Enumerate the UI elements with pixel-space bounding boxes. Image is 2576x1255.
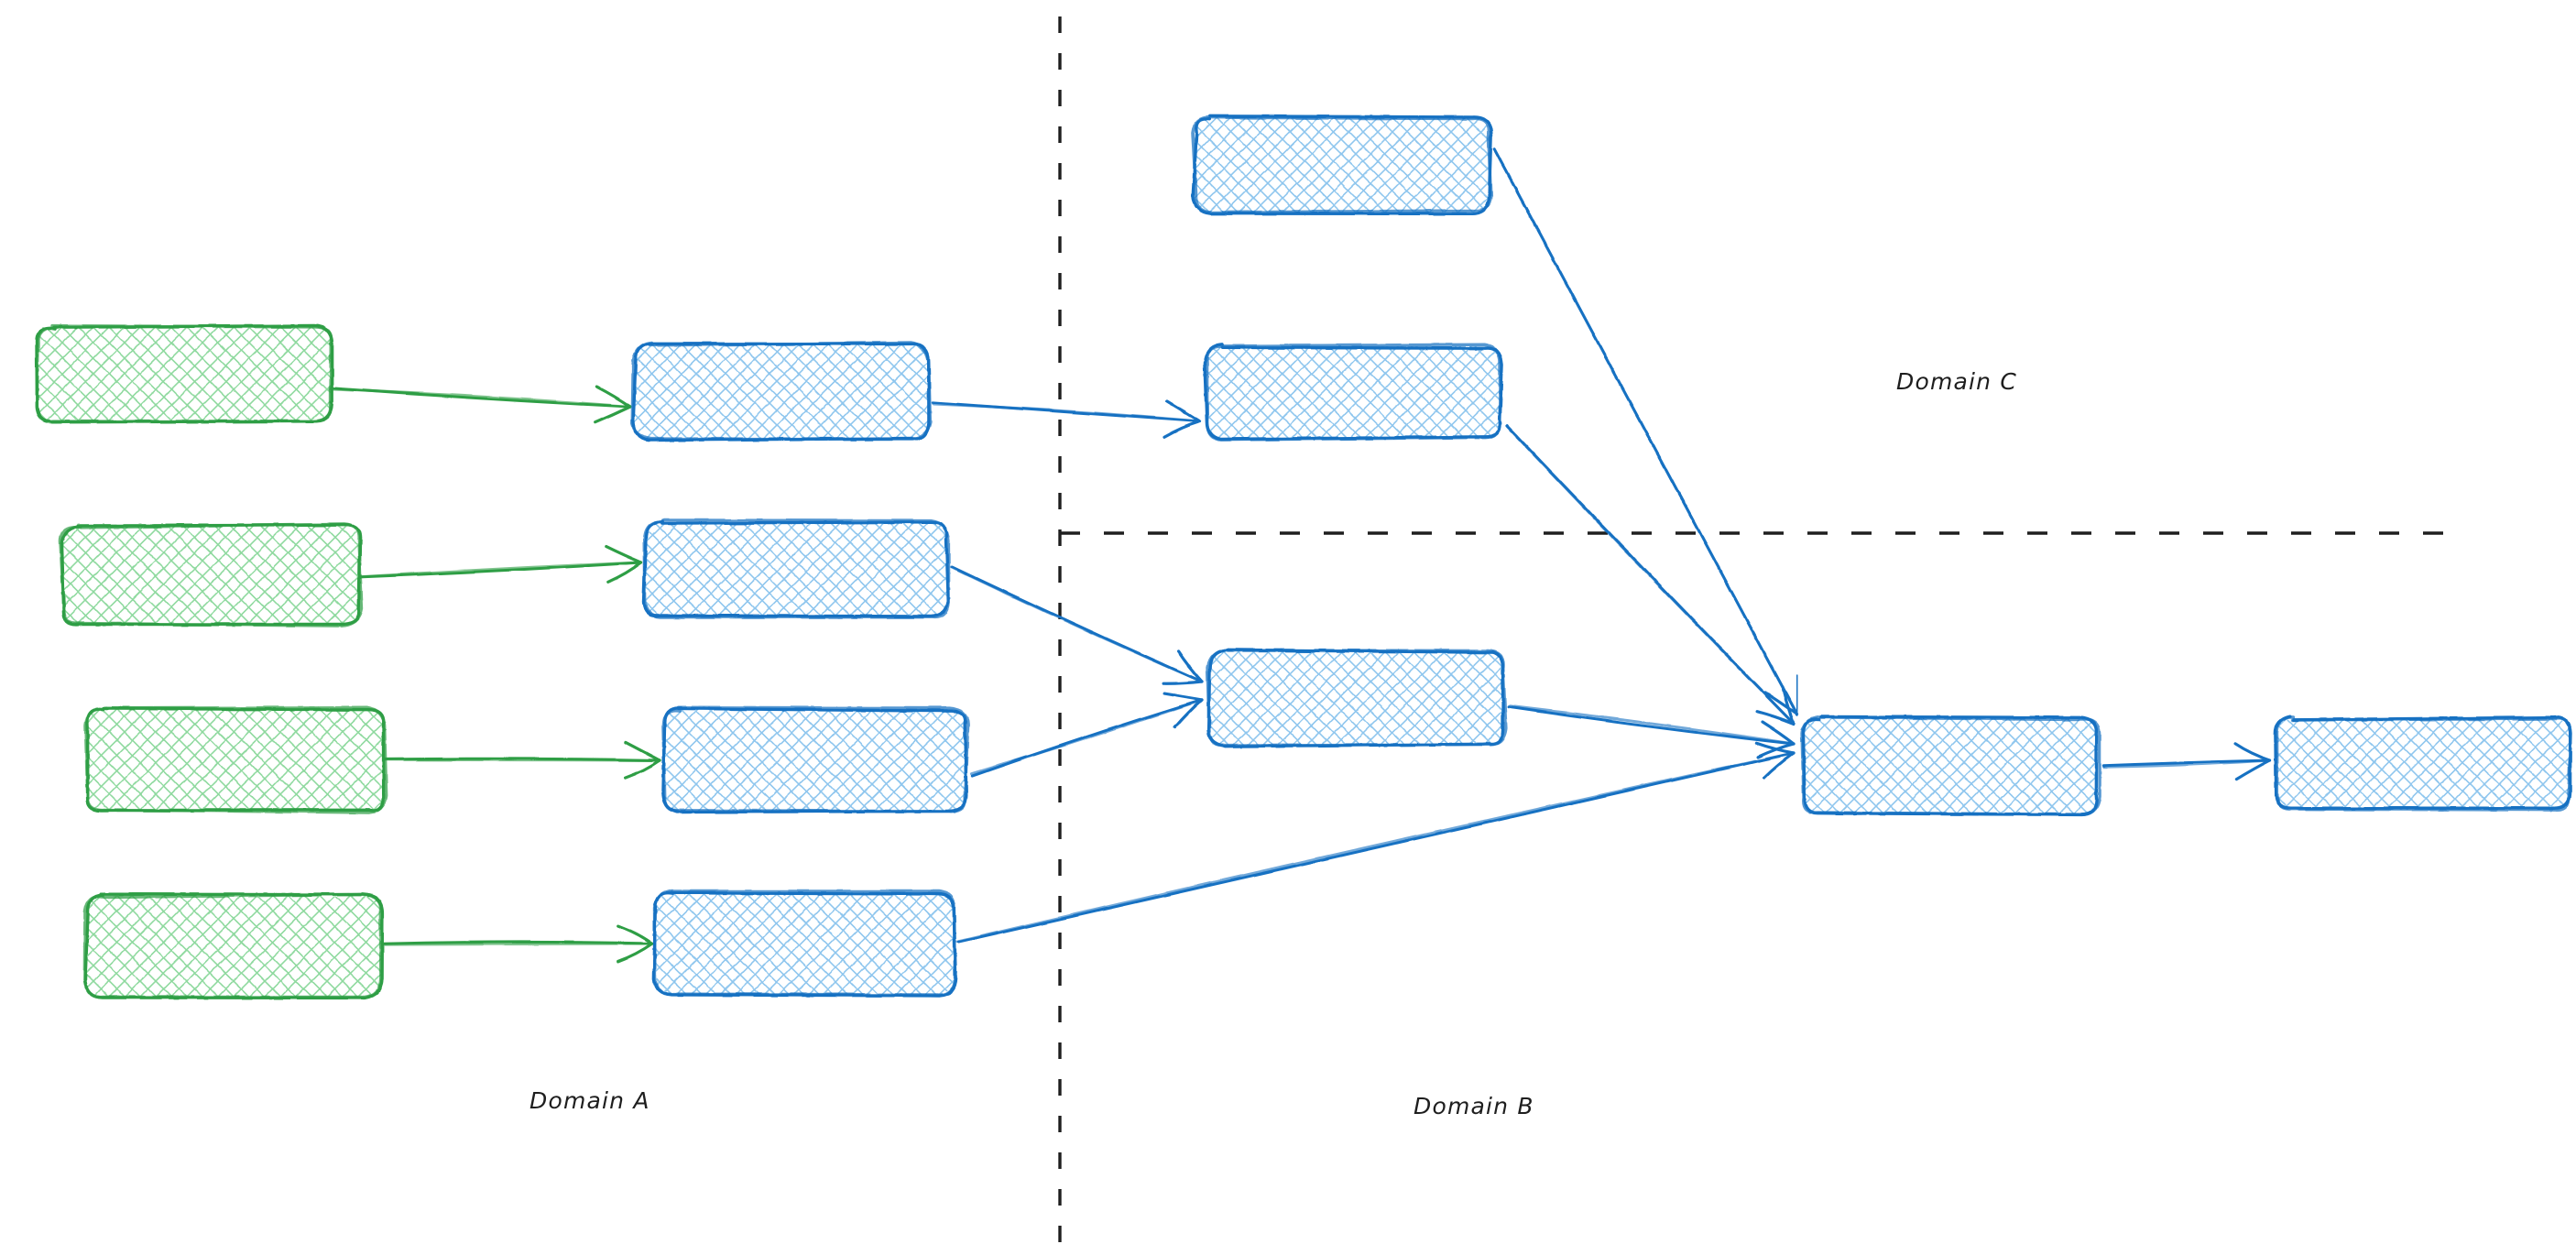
node-fill [2276,718,2571,810]
edge-arrowhead [606,561,643,584]
node-fill [86,896,381,997]
edge-arrowhead [617,942,654,963]
edge-line [1509,704,1796,746]
node-outline [2275,715,2572,812]
edge-e-a4-b4[interactable] [380,924,654,963]
edge-line [357,561,643,579]
edge-line [1493,149,1799,716]
edge-line [969,698,1204,776]
edge-arrowhead [624,740,661,762]
edge-e-a3-b3[interactable] [382,740,661,780]
edge-arrowhead [2234,758,2272,781]
node-a1[interactable] [35,323,334,424]
node-layer [35,115,2572,1000]
label-domain-b: Domain B [1414,1093,1534,1119]
edge-arrowhead [605,545,643,564]
domain-label-layer: Domain A Domain B Domain C [529,368,2017,1119]
edge-line [382,758,661,762]
node-fill [1209,650,1504,746]
node-fill [634,344,929,439]
node-fill [645,522,947,617]
edge-arrowhead [595,385,632,409]
node-c1[interactable] [1191,115,1493,215]
edge-line [1505,425,1796,726]
edge-e-c2-hub[interactable] [1505,424,1796,726]
node-outline [1205,343,1502,442]
edge-arrowhead [2233,742,2272,762]
node-out[interactable] [2274,715,2572,812]
edge-arrowhead [1755,710,1796,726]
node-fill [1803,718,2098,813]
node-fill [86,709,385,812]
edge-line [955,751,1796,944]
edge-arrowhead [1756,742,1796,759]
edge-line [950,565,1204,683]
edge-layer [328,147,2272,963]
edge-arrowhead [1165,399,1202,423]
node-outline [661,705,970,813]
edge-arrowhead [1763,751,1796,780]
node-c2[interactable] [1203,343,1504,442]
edge-line [2102,758,2272,769]
node-b3[interactable] [661,705,970,814]
edge-arrowhead [1162,692,1204,702]
node-fill [1206,346,1501,438]
node-outline [642,518,951,619]
edge-arrowhead [624,758,661,780]
edge-arrowhead [1176,649,1204,683]
edge-e-b4-hub[interactable] [955,741,1796,944]
node-fill [656,892,955,995]
edge-arrowhead [1162,680,1204,685]
node-outline [652,889,957,997]
node-a4[interactable] [82,892,385,1000]
node-c3[interactable] [1206,648,1508,748]
node-outline [35,323,333,423]
node-fill [62,526,360,625]
edge-e-b3-c3[interactable] [969,692,1204,778]
node-a3[interactable] [83,705,388,814]
edge-arrowhead [617,924,654,945]
edge-line [932,402,1202,423]
node-fill [1195,117,1490,213]
edge-e-b2-c3[interactable] [950,565,1204,685]
edge-arrowhead [1162,420,1202,439]
node-outline [82,892,383,999]
edge-e-a1-b1[interactable] [328,385,632,424]
edge-arrowhead [594,405,632,424]
node-fill [663,709,966,812]
node-hub[interactable] [1800,715,2101,817]
edge-arrowhead [1781,685,1796,726]
divider-layer [1058,16,2461,1242]
edge-line [328,387,632,409]
edge-e-c3-hub[interactable] [1507,704,1796,759]
node-b4[interactable] [652,889,957,998]
edge-arrowhead [1760,720,1796,746]
label-domain-c: Domain C [1896,368,2017,395]
node-b1[interactable] [630,341,933,442]
node-outline [1191,115,1493,215]
edge-arrowhead [1795,674,1799,716]
label-domain-a: Domain A [529,1087,650,1114]
node-a2[interactable] [59,522,364,628]
node-outline [630,341,933,441]
node-outline [1206,648,1508,748]
node-outline [1191,115,1493,214]
edge-e-hub-out[interactable] [2101,742,2272,781]
node-b2[interactable] [641,518,951,619]
node-fill [37,327,332,421]
edge-arrowhead [1173,698,1204,729]
edge-e-c1-hub[interactable] [1492,147,1799,716]
edge-e-b1-c2[interactable] [932,399,1202,439]
edge-e-a2-b2[interactable] [357,545,643,584]
node-outline [83,705,388,814]
edge-arrowhead [1763,691,1799,716]
node-outline [59,522,364,628]
node-outline [1800,715,2101,816]
